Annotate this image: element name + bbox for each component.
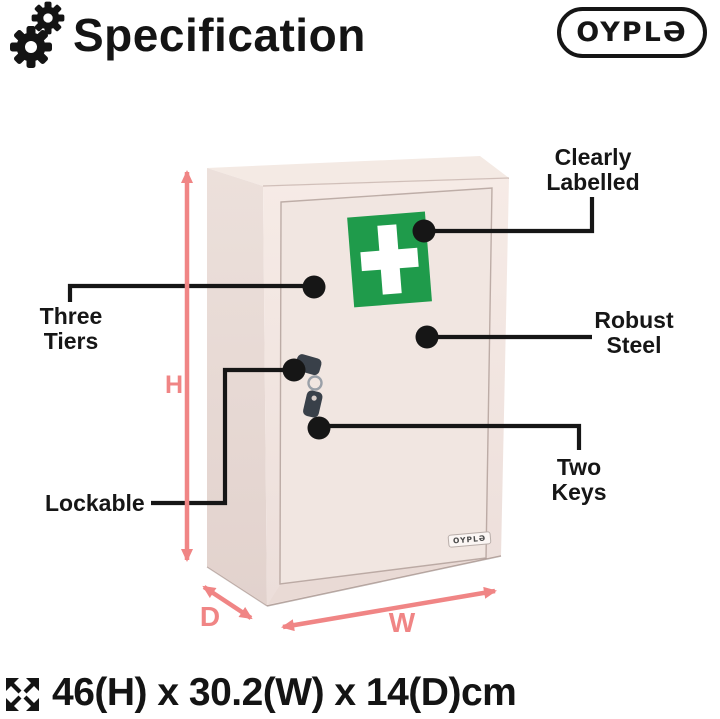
cabinet-door bbox=[279, 187, 493, 585]
three-tiers-line bbox=[67, 283, 314, 302]
brand-logo: OYPLƏ bbox=[557, 7, 707, 58]
clearly-labelled-line bbox=[424, 197, 595, 234]
brand-logo-text: OYPLƏ bbox=[576, 17, 688, 48]
callout-clearly-labelled: Clearly Labelled bbox=[517, 145, 669, 195]
width-letter: W bbox=[388, 607, 416, 638]
callout-line: Three bbox=[39, 303, 103, 329]
two-keys-line bbox=[319, 423, 582, 450]
gears-icon bbox=[10, 1, 65, 68]
callout-three-tiers: Three Tiers bbox=[21, 304, 121, 354]
clearly-labelled-dot bbox=[412, 219, 436, 243]
first-aid-sign bbox=[347, 211, 432, 308]
cabinet-illustration bbox=[206, 156, 510, 607]
height-letter: H bbox=[164, 371, 184, 399]
dimension-arrows bbox=[181, 170, 497, 632]
cabinet-side-panel bbox=[207, 168, 267, 606]
depth-letter: D bbox=[199, 601, 221, 632]
callout-line: Two bbox=[556, 454, 602, 480]
callout-lockable: Lockable bbox=[45, 491, 185, 516]
callout-line: Lockable bbox=[45, 490, 145, 516]
two-keys-dot bbox=[307, 416, 331, 440]
callout-line: Robust bbox=[594, 307, 674, 333]
width-arrow bbox=[281, 586, 497, 632]
callout-line: Steel bbox=[606, 332, 662, 358]
page-title: Specification bbox=[73, 9, 366, 61]
cross-horizontal-bar bbox=[360, 247, 419, 272]
lock-and-keys-icon bbox=[295, 354, 323, 418]
callout-line: Keys bbox=[551, 479, 607, 505]
cabinet-top-seam bbox=[262, 177, 510, 187]
lockable-dot bbox=[282, 358, 306, 382]
expand-arrows-icon bbox=[6, 678, 39, 711]
robust-steel-dot bbox=[415, 325, 439, 349]
dimensions-spec-text: 46(H) x 30.2(W) x 14(D)cm bbox=[52, 671, 517, 714]
three-tiers-dot bbox=[302, 275, 326, 299]
callout-lines bbox=[67, 197, 595, 506]
cabinet-top-face bbox=[207, 156, 509, 186]
depth-arrow bbox=[202, 585, 253, 620]
callout-line: Tiers bbox=[43, 328, 99, 354]
callout-two-keys: Two Keys bbox=[529, 455, 629, 505]
callout-dots bbox=[282, 219, 439, 440]
callout-line: Labelled bbox=[546, 169, 640, 195]
callout-line: Clearly bbox=[554, 144, 632, 170]
callout-robust-steel: Robust Steel bbox=[582, 308, 686, 358]
